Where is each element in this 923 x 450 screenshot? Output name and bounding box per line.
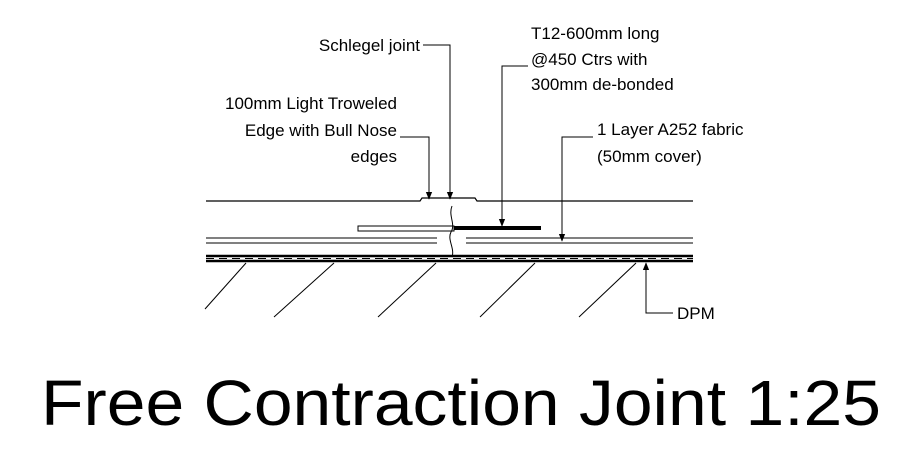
fabric-label-line2: (50mm cover) <box>597 147 702 166</box>
debond-sleeve <box>357 225 455 232</box>
schlegel-leader <box>423 44 454 200</box>
ground-hatch-1 <box>204 262 247 310</box>
t12-label-line3: 300mm de-bonded <box>531 75 674 94</box>
ground-hatch-2 <box>273 262 335 318</box>
edge-label-line1: 100mm Light Troweled <box>225 94 397 113</box>
ground-hatch-4 <box>479 262 536 318</box>
ground-hatch-5 <box>578 262 637 318</box>
dpm-leader <box>642 262 673 314</box>
fabric-leader <box>558 136 593 242</box>
dpm-label: DPM <box>677 304 715 323</box>
slab-section <box>204 197 693 318</box>
t12-label-line1: T12-600mm long <box>531 24 660 43</box>
edge-label-line3: edges <box>351 147 397 166</box>
fabric-label-line1: 1 Layer A252 fabric <box>597 120 744 139</box>
schlegel-joint-label: Schlegel joint <box>319 36 420 55</box>
crack-line <box>449 205 454 258</box>
t12-leader <box>498 65 528 227</box>
drawing-title: Free Contraction Joint 1:25 <box>41 367 881 439</box>
edge-label-line2: Edge with Bull Nose <box>245 121 397 140</box>
ground-hatch-3 <box>377 262 437 318</box>
t12-label-line2: @450 Ctrs with <box>531 50 647 69</box>
leaders <box>400 44 673 314</box>
edge-leader <box>400 136 433 200</box>
